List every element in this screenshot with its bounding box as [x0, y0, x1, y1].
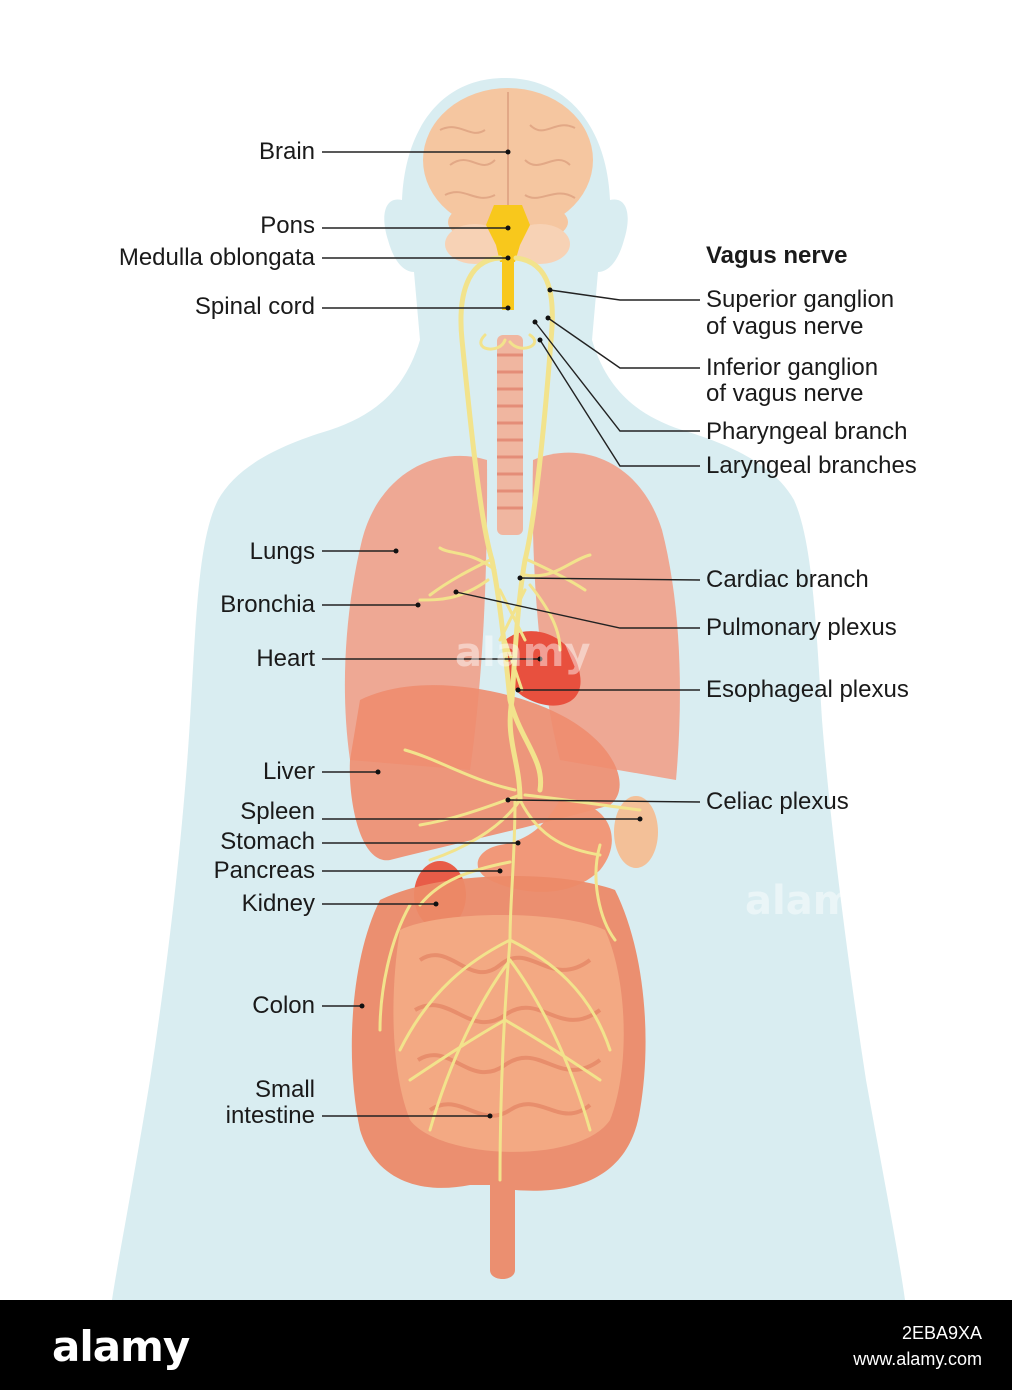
brain-illustration [423, 88, 593, 310]
label-esophageal-plexus: Esophageal plexus [706, 676, 909, 703]
label-superior-ganglion-line1: Superior ganglion [706, 286, 895, 313]
label-pharyngeal-branch: Pharyngeal branch [706, 418, 908, 445]
footer-image-id: 2EBA9XA [901, 1323, 982, 1343]
label-stomach: Stomach [220, 828, 315, 855]
leader-lines-right [455, 289, 701, 803]
footer-bar: alamy 2EBA9XA www.alamy.com [0, 1300, 1012, 1390]
label-celiac-plexus: Celiac plexus [706, 788, 849, 815]
watermark: alamy [455, 630, 591, 676]
label-bronchia: Bronchia [220, 591, 315, 618]
leader-lines-left [322, 151, 640, 1117]
label-liver: Liver [262, 758, 315, 785]
footer-url: www.alamy.com [853, 1349, 982, 1369]
label-pons: Pons [260, 212, 315, 239]
vagus-nerve [378, 255, 642, 1182]
footer-brand-logo: alamy [52, 1322, 190, 1371]
label-brain: Brain [258, 138, 315, 165]
trachea-illustration [497, 335, 523, 535]
label-small-intestine-line2: intestine [225, 1102, 315, 1129]
leader-dots [359, 149, 643, 1119]
label-small-intestine-line1: Small [254, 1076, 315, 1103]
label-lungs: Lungs [249, 538, 315, 565]
label-pancreas: Pancreas [213, 857, 315, 884]
label-spleen: Spleen [240, 798, 315, 825]
watermark: alamy [745, 878, 881, 924]
label-spinal-cord: Spinal cord [194, 293, 315, 320]
label-medulla-oblongata: Medulla oblongata [118, 244, 315, 271]
label-colon: Colon [252, 992, 315, 1019]
label-heart: Heart [256, 645, 315, 672]
spleen [614, 796, 658, 868]
label-superior-ganglion-line2: of vagus nerve [706, 313, 864, 340]
label-cardiac-branch: Cardiac branch [706, 566, 869, 593]
footer-meta: 2EBA9XA www.alamy.com [853, 1320, 982, 1372]
label-vagus-nerve-heading: Vagus nerve [706, 242, 848, 269]
label-inferior-ganglion-line1: Inferior ganglion [706, 354, 879, 381]
stomach [477, 800, 612, 892]
diagram-stage: alamy alamy Brain Pons Medulla oblongata… [112, 78, 917, 1300]
label-inferior-ganglion-line2: of vagus nerve [706, 380, 864, 407]
small-intestine [393, 915, 624, 1152]
label-kidney: Kidney [241, 890, 315, 917]
label-pulmonary-plexus: Pulmonary plexus [706, 614, 897, 641]
label-laryngeal-branches: Laryngeal branches [706, 452, 917, 479]
anatomy-illustration [112, 78, 905, 1300]
